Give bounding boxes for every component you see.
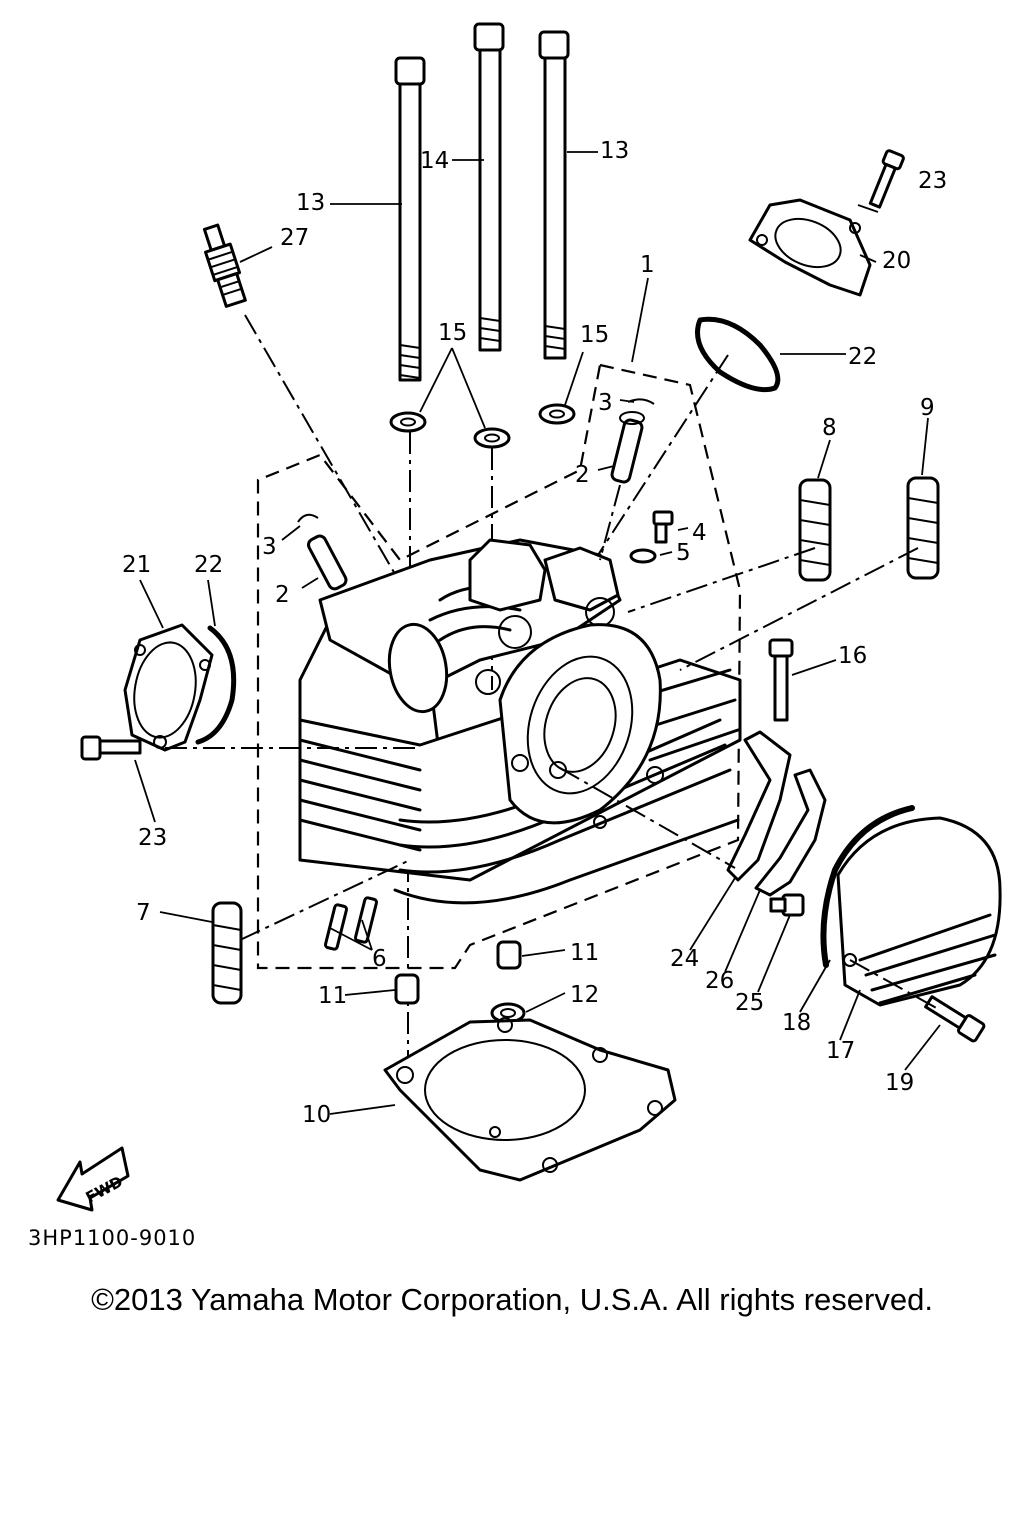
callout-9: 9 (920, 395, 935, 421)
callout-2-upper: 2 (575, 462, 590, 488)
spark-plug (202, 223, 247, 308)
callout-22-left: 22 (194, 552, 223, 578)
callout-1: 1 (640, 252, 655, 278)
callout-3-upper: 3 (598, 390, 613, 416)
o-ring-18 (820, 805, 915, 968)
bolt-25 (769, 893, 805, 917)
callout-23-left: 23 (138, 825, 167, 851)
callout-2-lower: 2 (275, 582, 290, 608)
callout-5: 5 (676, 540, 691, 566)
diagram-code: 3HP1100-9010 (28, 1226, 197, 1250)
callout-23-upper: 23 (918, 168, 947, 194)
callout-4: 4 (692, 520, 707, 546)
cover-17 (836, 816, 1002, 1007)
dowel-8 (798, 478, 832, 582)
callout-3-lower: 3 (262, 534, 277, 560)
callout-15-left: 15 (438, 320, 467, 346)
bolt-23-upper (868, 149, 905, 209)
head-bolt-14-center (473, 22, 505, 352)
callout-13-right: 13 (600, 138, 629, 164)
cover-21 (123, 623, 214, 752)
gasket-24 (726, 730, 792, 882)
washer-15-center (473, 427, 511, 449)
callout-18: 18 (782, 1010, 811, 1036)
clip-3-lower (297, 513, 319, 523)
studs-6 (323, 896, 379, 951)
dowel-9 (906, 476, 940, 580)
bolt-19 (924, 995, 986, 1043)
callout-21: 21 (122, 552, 151, 578)
washer-15-left (389, 411, 427, 433)
head-gasket (383, 1017, 677, 1182)
gasket-26 (754, 768, 827, 897)
callout-8: 8 (822, 415, 837, 441)
valve-guide-2-lower (306, 534, 348, 591)
callout-7: 7 (136, 900, 151, 926)
head-bolt-13-right (538, 30, 570, 360)
callout-10: 10 (302, 1102, 331, 1128)
leader-lines (134, 151, 941, 1115)
bolt-4 (652, 510, 674, 544)
bolt-23-left (80, 735, 142, 761)
exploded-parts-diagram: FWD 1 2 (56, 22, 1002, 1212)
callout-13-left: 13 (296, 190, 325, 216)
callout-26: 26 (705, 968, 734, 994)
callout-14: 14 (420, 148, 449, 174)
callout-20: 20 (882, 248, 911, 274)
manifold-20 (748, 198, 872, 297)
assembly-boundary-dashed (256, 363, 742, 970)
callout-12: 12 (570, 982, 599, 1008)
dowel-11-right (496, 940, 522, 970)
callout-17: 17 (826, 1038, 855, 1064)
callout-27: 27 (280, 225, 309, 251)
callout-16: 16 (838, 643, 867, 669)
dowel-11-left (394, 973, 420, 1005)
callout-11-left: 11 (318, 983, 347, 1009)
callout-24: 24 (670, 946, 699, 972)
copyright-notice: ©2013 Yamaha Motor Corporation, U.S.A. A… (91, 1282, 933, 1317)
callout-19: 19 (885, 1070, 914, 1096)
callout-22-upper: 22 (848, 344, 877, 370)
callout-15-right: 15 (580, 322, 609, 348)
washer-15-right (538, 403, 576, 425)
callout-labels: 1 2 2 3 3 4 5 6 7 8 9 10 11 11 12 13 13 … (122, 138, 947, 1128)
washer-5 (629, 548, 657, 564)
o-ring-22-upper (695, 316, 781, 393)
callout-25: 25 (735, 990, 764, 1016)
dowel-7 (211, 901, 243, 1005)
cylinder-head (298, 538, 742, 905)
o-ring-22-left (195, 625, 237, 745)
bolt-16 (768, 638, 794, 722)
fwd-arrow-icon: FWD (56, 1146, 130, 1212)
head-bolt-13-left (394, 56, 426, 382)
callout-11-right: 11 (570, 940, 599, 966)
callout-6: 6 (372, 946, 387, 972)
valve-guide-2-upper (610, 411, 645, 484)
